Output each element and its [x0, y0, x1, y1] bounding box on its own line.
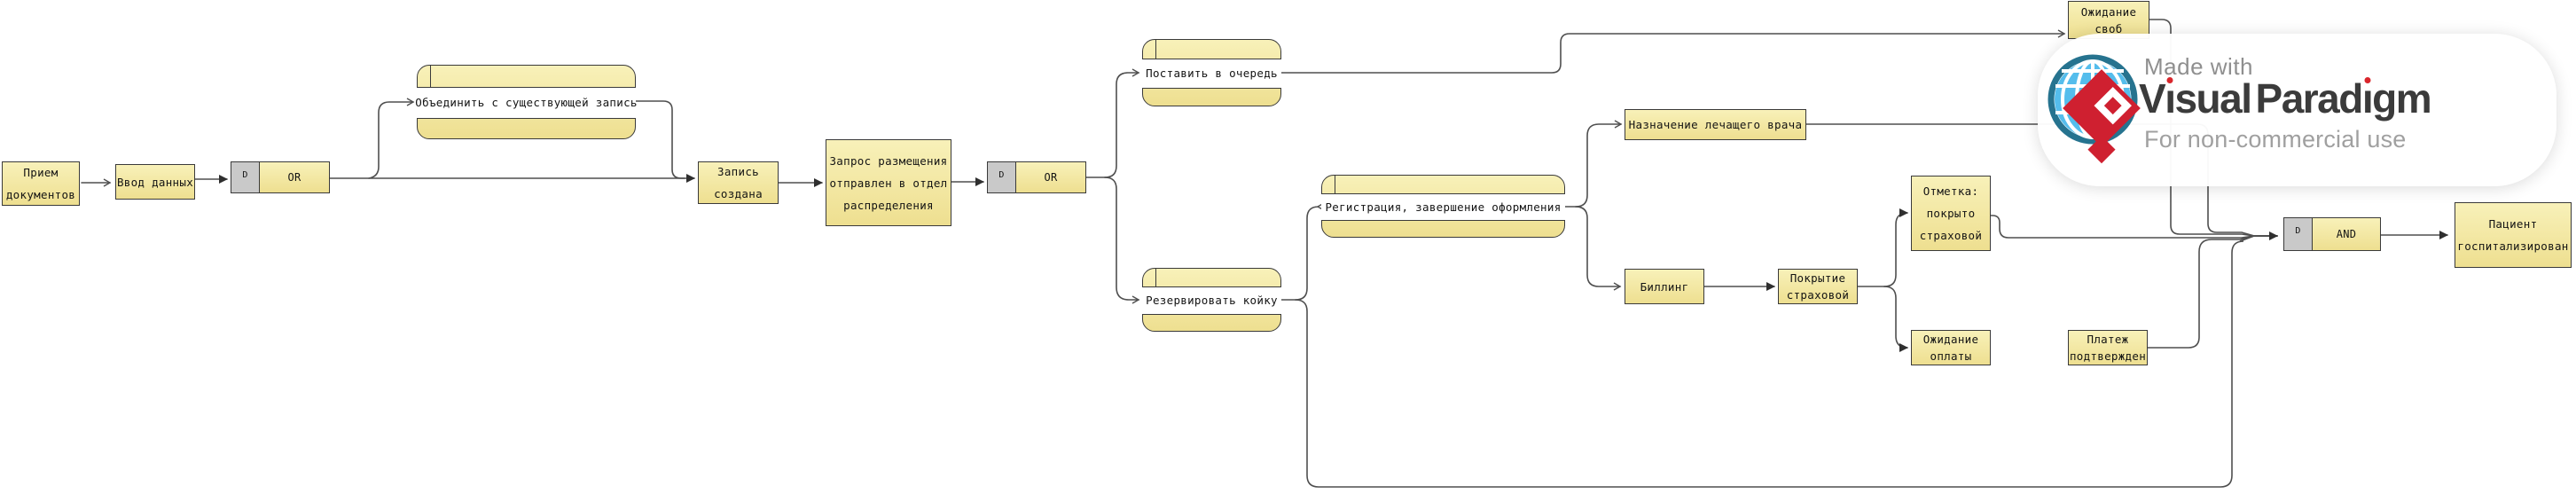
process-postavit-v-ochered[interactable]: Поставить в очередь: [1142, 39, 1281, 106]
event-priem-dokumentov[interactable]: Прием документов: [2, 161, 80, 206]
event-zapis-sozdana[interactable]: Запись создана: [698, 161, 779, 204]
event-billing[interactable]: Биллинг: [1625, 269, 1704, 304]
gateway-and[interactable]: D AND: [2283, 217, 2381, 251]
event-pacient-gospitalizirovan[interactable]: Пациент госпитализирован: [2455, 202, 2572, 268]
process-label: Поставить в очередь: [1142, 59, 1281, 89]
event-pokrytie-strahovoi[interactable]: Покрытие страховой: [1778, 269, 1858, 304]
process-label: Объединить с существующей запись: [415, 86, 637, 120]
gateway-d-label: D: [231, 162, 260, 192]
process-band-tick: [430, 66, 431, 87]
process-band-tick: [1155, 40, 1156, 59]
event-ozhidanie-oplaty[interactable]: Ожидание оплаты: [1911, 330, 1991, 365]
event-platezh-podtverzhden[interactable]: Платеж подтвержден: [2068, 330, 2148, 365]
license-text: For non-commercial use: [2144, 126, 2407, 153]
gateway-or-2[interactable]: D OR: [987, 161, 1086, 193]
gateway-or-1[interactable]: D OR: [231, 161, 330, 193]
process-registracia[interactable]: Регистрация, завершение оформления: [1321, 175, 1565, 238]
event-ozhidanie-svobodnoi[interactable]: Ожидание своб: [2068, 1, 2149, 39]
event-naznachenie-vracha[interactable]: Назначение лечащего врача: [1625, 109, 1806, 140]
gateway-d-label: D: [2284, 218, 2313, 250]
process-label: Регистрация, завершение оформления: [1321, 193, 1565, 221]
process-rezervirovat-koiku[interactable]: Резервировать койку: [1142, 268, 1281, 332]
made-with-text: Made with: [2144, 53, 2253, 80]
gateway-d-label: D: [988, 162, 1016, 192]
gateway-type-label: OR: [260, 162, 329, 192]
gateway-type-label: OR: [1016, 162, 1085, 192]
gateway-type-label: AND: [2313, 218, 2380, 250]
process-label: Резервировать койку: [1142, 286, 1281, 315]
event-zapros-razmeshcheniya[interactable]: Запрос размещения отправлен в отдел расп…: [826, 139, 951, 226]
process-obedinit-zapis[interactable]: Объединить с существующей запись: [415, 65, 637, 139]
process-band-tick: [1155, 269, 1156, 287]
event-otmetka-pokryto[interactable]: Отметка: покрыто страховой: [1911, 176, 1991, 251]
visual-paradigm-logo-icon: [2047, 54, 2141, 164]
event-vvod-dannyh[interactable]: Ввод данных: [115, 164, 195, 200]
